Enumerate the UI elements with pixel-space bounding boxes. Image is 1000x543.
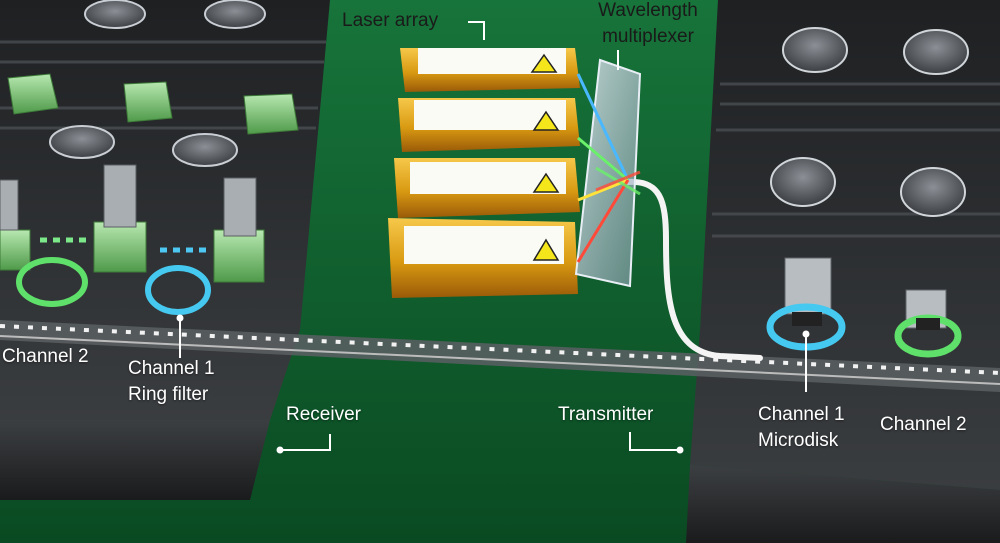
transmitter-chip bbox=[686, 0, 1000, 543]
transmitter-channel-2-label: Channel 2 bbox=[880, 414, 967, 435]
receiver-channel-1-label: Channel 1 bbox=[128, 358, 215, 379]
cyan-ring-filter bbox=[145, 265, 211, 315]
microdisk-label: Microdisk bbox=[758, 430, 839, 451]
optical-waveguide bbox=[0, 178, 1000, 392]
wavelength-multiplexer bbox=[574, 58, 642, 288]
label-leaders bbox=[179, 21, 807, 451]
transmitter-channel-1-label: Channel 1 bbox=[758, 404, 845, 425]
wavelength-label: Wavelength bbox=[598, 0, 698, 21]
receiver-chip bbox=[0, 0, 330, 500]
multiplexer-label: multiplexer bbox=[602, 26, 694, 47]
receiver-channel-2-label: Channel 2 bbox=[2, 346, 89, 367]
receiver-label: Receiver bbox=[286, 404, 361, 425]
transmitter-label: Transmitter bbox=[558, 404, 654, 425]
green-ring-filter bbox=[16, 257, 88, 307]
ring-filter-label: Ring filter bbox=[128, 384, 209, 405]
laser-array-label: Laser array bbox=[342, 10, 439, 31]
laser-array bbox=[388, 48, 580, 298]
